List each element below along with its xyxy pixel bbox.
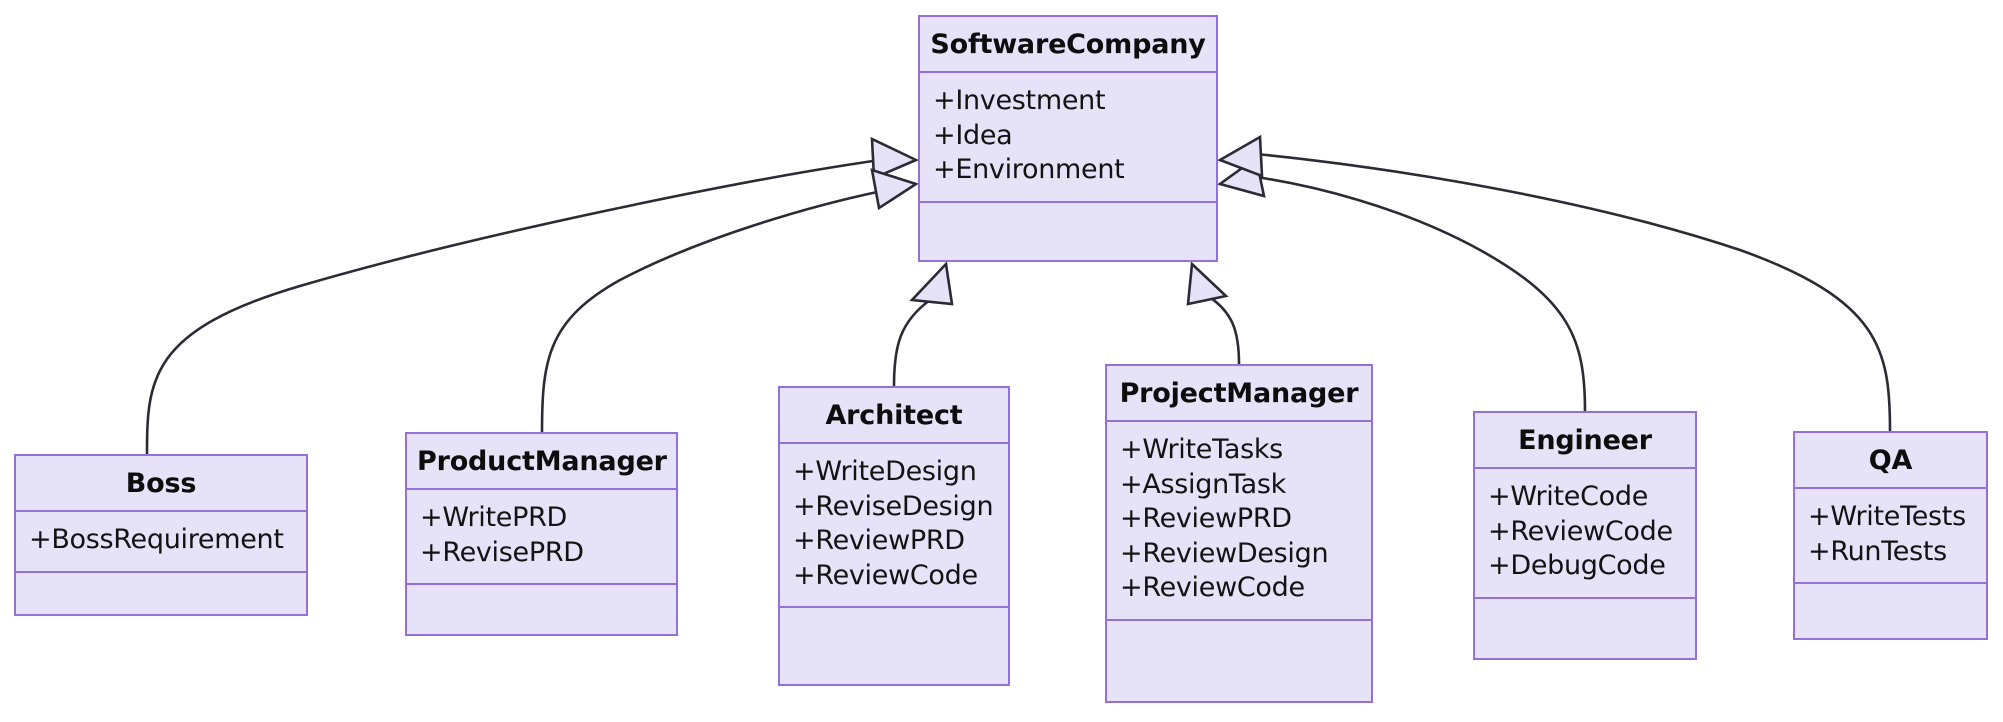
class-attributes-boss: +BossRequirement bbox=[16, 512, 306, 573]
attribute-item: +ReviseDesign bbox=[793, 490, 994, 522]
class-title-product-manager: ProductManager bbox=[407, 434, 676, 490]
attribute-item: +BossRequirement bbox=[29, 524, 284, 555]
attribute-item: +ReviewCode bbox=[793, 559, 978, 591]
attribute-item: +WriteCode bbox=[1488, 481, 1649, 512]
attribute-item: +ReviewCode bbox=[1488, 515, 1673, 547]
class-attributes-software-company: +Investment +Idea +Environment bbox=[920, 73, 1216, 203]
attribute-item: +ReviewDesign bbox=[1120, 537, 1329, 569]
class-methods-engineer bbox=[1475, 599, 1695, 658]
class-attributes-qa: +WriteTests +RunTests bbox=[1795, 489, 1986, 585]
class-title-architect: Architect bbox=[780, 388, 1008, 444]
class-title-project-manager: ProjectManager bbox=[1107, 366, 1371, 422]
class-methods-boss bbox=[16, 573, 306, 614]
attribute-item: +WriteDesign bbox=[793, 456, 977, 487]
attribute-item: +DebugCode bbox=[1488, 550, 1666, 582]
class-box-qa[interactable]: QA +WriteTests +RunTests bbox=[1793, 431, 1988, 640]
class-box-boss[interactable]: Boss +BossRequirement bbox=[14, 454, 308, 616]
class-attributes-product-manager: +WritePRD +RevisePRD bbox=[407, 490, 676, 586]
attribute-item: +RunTests bbox=[1808, 535, 1947, 567]
class-attributes-project-manager: +WriteTasks +AssignTask +ReviewPRD +Revi… bbox=[1107, 422, 1371, 621]
class-methods-software-company bbox=[920, 203, 1216, 260]
class-methods-architect bbox=[780, 608, 1008, 684]
attribute-item: +RevisePRD bbox=[420, 536, 584, 568]
attribute-item: +WriteTasks bbox=[1120, 434, 1283, 465]
class-title-qa: QA bbox=[1795, 433, 1986, 489]
class-methods-project-manager bbox=[1107, 621, 1371, 701]
attribute-item: +AssignTask bbox=[1120, 468, 1286, 500]
attribute-item: +Investment bbox=[933, 85, 1106, 116]
attribute-item: +ReviewPRD bbox=[1120, 503, 1292, 535]
class-box-engineer[interactable]: Engineer +WriteCode +ReviewCode +DebugCo… bbox=[1473, 411, 1697, 660]
edge-architect-to-software-company bbox=[892, 261, 954, 387]
class-attributes-architect: +WriteDesign +ReviseDesign +ReviewPRD +R… bbox=[780, 444, 1008, 609]
class-box-product-manager[interactable]: ProductManager +WritePRD +RevisePRD bbox=[405, 432, 678, 636]
class-title-engineer: Engineer bbox=[1475, 413, 1695, 469]
class-title-software-company: SoftwareCompany bbox=[920, 17, 1216, 73]
attribute-item: +Idea bbox=[933, 119, 1013, 151]
edge-project-manager-to-software-company bbox=[1186, 261, 1241, 365]
class-methods-qa bbox=[1795, 584, 1986, 638]
class-box-architect[interactable]: Architect +WriteDesign +ReviseDesign +Re… bbox=[778, 386, 1010, 686]
class-box-software-company[interactable]: SoftwareCompany +Investment +Idea +Envir… bbox=[918, 15, 1218, 262]
attribute-item: +WriteTests bbox=[1808, 501, 1966, 532]
attribute-item: +WritePRD bbox=[420, 502, 568, 533]
attribute-item: +Environment bbox=[933, 154, 1125, 186]
class-methods-product-manager bbox=[407, 585, 676, 634]
class-box-project-manager[interactable]: ProjectManager +WriteTasks +AssignTask +… bbox=[1105, 364, 1373, 703]
attribute-item: +ReviewCode bbox=[1120, 572, 1305, 604]
class-title-boss: Boss bbox=[16, 456, 306, 512]
class-attributes-engineer: +WriteCode +ReviewCode +DebugCode bbox=[1475, 469, 1695, 599]
attribute-item: +ReviewPRD bbox=[793, 525, 965, 557]
